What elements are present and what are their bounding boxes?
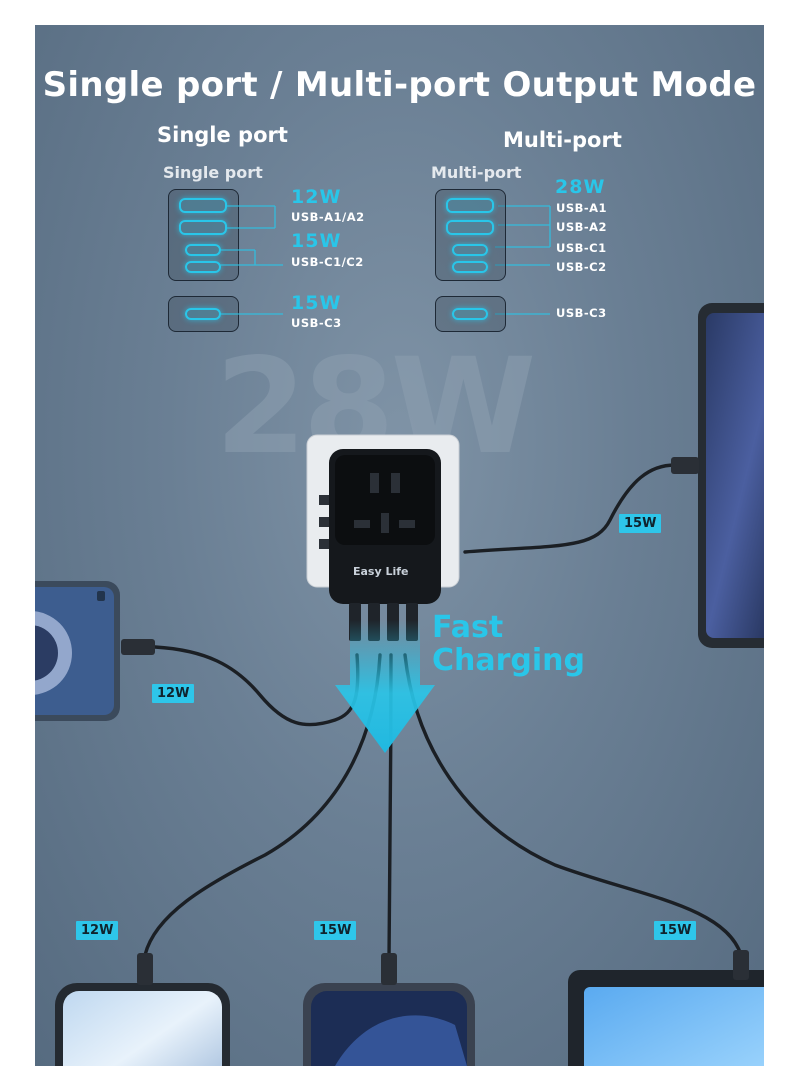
single-port-heading: Single port <box>157 123 288 147</box>
multi-port-1: USB-A1 <box>556 201 608 215</box>
device-brand-label: Easy Life <box>353 565 409 578</box>
single-watt-2: 15W <box>291 230 342 252</box>
page-title: Single port / Multi-port Output Mode <box>42 65 757 105</box>
fast-charge-arrow <box>335 620 435 753</box>
multi-watt: 28W <box>555 176 606 198</box>
single-ports-2: USB-C1/C2 <box>291 255 364 269</box>
multi-port-3: USB-C1 <box>556 241 607 255</box>
fast-charging-text: Fast Charging <box>432 611 585 677</box>
charging-text: Charging <box>432 643 586 678</box>
fast-text: Fast <box>432 610 504 645</box>
single-port-box-top <box>168 189 239 281</box>
single-port-label: Single port <box>163 163 263 182</box>
usb-c-slot <box>452 244 488 256</box>
single-ports-1: USB-A1/A2 <box>291 210 365 224</box>
usb-c-slot <box>452 308 488 320</box>
badge-right-tablet: 15W <box>619 514 662 533</box>
badge-bottom-middle: 15W <box>314 921 357 940</box>
single-watt-3: 15W <box>291 292 342 314</box>
scene-illustration <box>35 303 764 1066</box>
single-ports-3: USB-C3 <box>291 316 342 330</box>
badge-left-phone: 12W <box>152 684 195 703</box>
usb-c-slot <box>452 261 488 273</box>
multi-port-c3: USB-C3 <box>556 306 607 320</box>
multi-port-box-top <box>435 189 506 281</box>
usb-a-slot <box>446 220 494 235</box>
multi-port-heading: Multi-port <box>503 128 622 152</box>
usb-c-slot <box>185 261 221 273</box>
badge-bottom-left: 12W <box>76 921 119 940</box>
connector-lines <box>219 205 551 315</box>
product-image: Single port / Multi-port Output Mode Sin… <box>35 25 764 1066</box>
single-watt-1: 12W <box>291 186 342 208</box>
usb-a-slot <box>446 198 494 213</box>
multi-port-label: Multi-port <box>431 163 522 182</box>
multi-port-2: USB-A2 <box>556 220 608 234</box>
multi-port-4: USB-C2 <box>556 260 607 274</box>
badge-bottom-right: 15W <box>654 921 697 940</box>
multi-port-box-c3 <box>435 296 506 332</box>
